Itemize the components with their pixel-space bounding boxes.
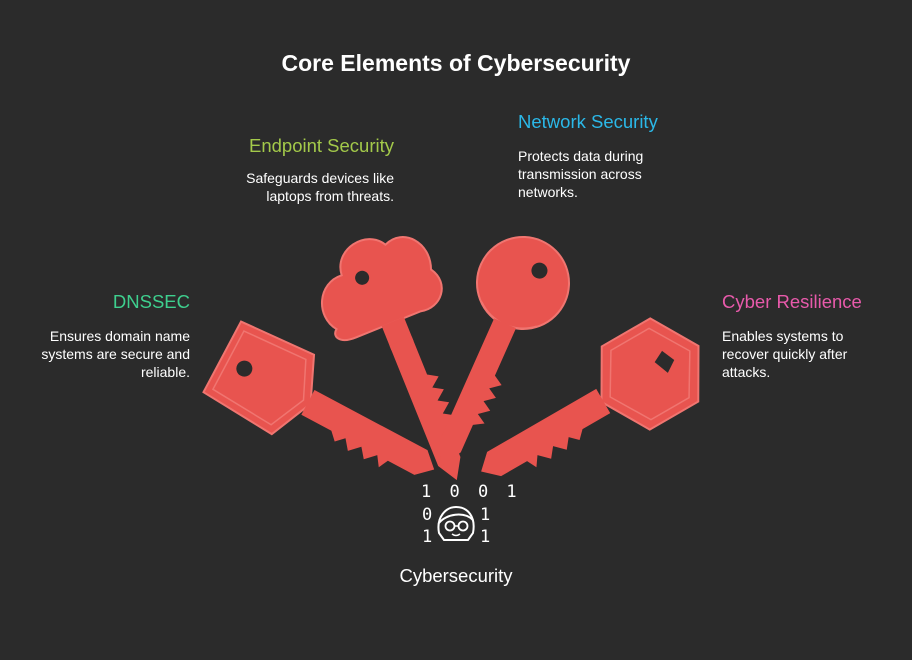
- network-key: [438, 236, 570, 466]
- resilience-description: Enables systems to recover quickly after…: [722, 328, 848, 380]
- binary-left-1: 0: [422, 505, 433, 525]
- network-description: Protects data during transmission across…: [518, 148, 644, 200]
- endpoint-description: Safeguards devices like laptops from thr…: [246, 170, 394, 204]
- resilience-key: [481, 317, 700, 477]
- center-label: Cybersecurity: [399, 565, 513, 586]
- binary-top: 1 0 0 1: [421, 482, 521, 502]
- dnssec-title: DNSSEC: [112, 291, 190, 312]
- dnssec-description: Ensures domain name systems are secure a…: [41, 328, 190, 380]
- dnssec-key: [202, 320, 435, 475]
- endpoint-title: Endpoint Security: [248, 135, 394, 156]
- hacker-face-icon: [437, 505, 475, 541]
- resilience-title: Cyber Resilience: [722, 291, 862, 312]
- binary-right-2: 1: [480, 527, 491, 547]
- binary-right-1: 1: [480, 505, 491, 525]
- diagram-title: Core Elements of Cybersecurity: [281, 50, 631, 76]
- binary-left-2: 1: [422, 527, 433, 547]
- network-title: Network Security: [518, 111, 658, 132]
